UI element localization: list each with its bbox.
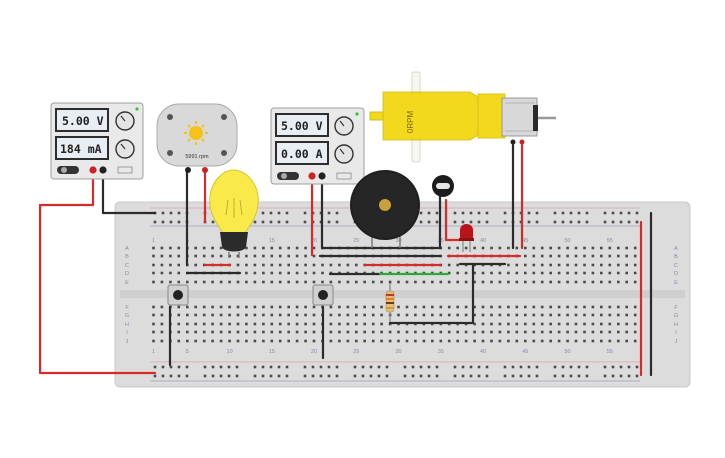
- light-bulb[interactable]: [209, 169, 259, 258]
- row-label-I: I: [126, 330, 128, 336]
- col-label-top-30: 30: [395, 238, 401, 244]
- row-label-right-C: C: [674, 263, 678, 269]
- sun-icon: [184, 121, 208, 145]
- wire-black-left-psu: [101, 170, 157, 215]
- power-supply-mid[interactable]: 5.00 V 0.00 A: [270, 107, 365, 185]
- row-label-C: C: [125, 263, 129, 269]
- row-label-right-H: H: [674, 322, 678, 328]
- row-label-right-A: A: [674, 246, 678, 252]
- row-label-G: G: [125, 313, 129, 319]
- piezo-buzzer[interactable]: [350, 170, 420, 248]
- psu-left-voltage: 5.00 V: [62, 114, 104, 128]
- col-label-bottom-20: 20: [311, 349, 317, 355]
- psu-mid-current: 0.00 A: [281, 147, 323, 161]
- col-label-bottom-40: 40: [480, 349, 486, 355]
- col-label-top-20: 20: [311, 238, 317, 244]
- col-label-top-50: 50: [564, 238, 570, 244]
- push-button-mid[interactable]: [312, 284, 334, 306]
- psu-left-terminal-neg: [99, 166, 107, 174]
- row-label-right-B: B: [674, 254, 678, 260]
- row-label-D: D: [125, 271, 129, 277]
- row-label-right-G: G: [674, 313, 678, 319]
- psu-mid-terminal-pos: [308, 172, 316, 180]
- col-label-bottom-45: 45: [522, 349, 528, 355]
- wire-red-vibe: [444, 198, 462, 242]
- row-label-right-F: F: [674, 305, 678, 311]
- wires: [38, 141, 653, 377]
- gear-motor[interactable]: 0RPM: [369, 71, 556, 163]
- col-label-bottom-1: 1: [152, 349, 155, 355]
- row-label-right-I: I: [675, 330, 677, 336]
- col-label-bottom-5: 5: [186, 349, 189, 355]
- col-label-top-1: 1: [152, 238, 155, 244]
- row-label-E: E: [125, 280, 129, 286]
- push-button-left[interactable]: [167, 284, 189, 306]
- col-label-top-25: 25: [353, 238, 359, 244]
- row-label-right-E: E: [674, 280, 678, 286]
- row-label-J: J: [126, 339, 129, 345]
- wire-red-left-psu: [38, 170, 157, 375]
- wire-black-resistor: [388, 263, 475, 325]
- vibration-motor[interactable]: [432, 175, 454, 197]
- row-label-F: F: [125, 305, 129, 311]
- col-label-bottom-15: 15: [269, 349, 275, 355]
- resistor[interactable]: [385, 283, 395, 322]
- row-label-B: B: [125, 254, 129, 260]
- gear-motor-label: 0RPM: [406, 111, 415, 134]
- psu-left-current: 184 mA: [60, 142, 102, 156]
- power-supply-left[interactable]: 5.00 V 184 mA: [50, 102, 144, 180]
- col-label-bottom-10: 10: [227, 349, 233, 355]
- row-label-A: A: [125, 246, 129, 252]
- col-label-top-40: 40: [480, 238, 486, 244]
- col-label-bottom-55: 55: [607, 349, 613, 355]
- col-label-top-15: 15: [269, 238, 275, 244]
- col-label-top-55: 55: [607, 238, 613, 244]
- col-label-bottom-30: 30: [395, 349, 401, 355]
- red-led[interactable]: [459, 224, 474, 252]
- dc-motor[interactable]: 5991 rpm: [156, 103, 238, 173]
- col-label-bottom-25: 25: [353, 349, 359, 355]
- col-label-top-45: 45: [522, 238, 528, 244]
- row-label-H: H: [125, 322, 129, 328]
- psu-mid-voltage: 5.00 V: [281, 119, 323, 133]
- col-label-bottom-50: 50: [564, 349, 570, 355]
- row-label-right-D: D: [674, 271, 678, 277]
- col-label-bottom-35: 35: [438, 349, 444, 355]
- psu-mid-power-switch: [277, 172, 299, 180]
- psu-mid-terminal-neg: [318, 172, 326, 180]
- psu-left-power-switch: [57, 166, 79, 174]
- row-label-right-J: J: [675, 339, 678, 345]
- psu-left-terminal-pos: [89, 166, 97, 174]
- dc-motor-rpm: 5991 rpm: [185, 154, 209, 160]
